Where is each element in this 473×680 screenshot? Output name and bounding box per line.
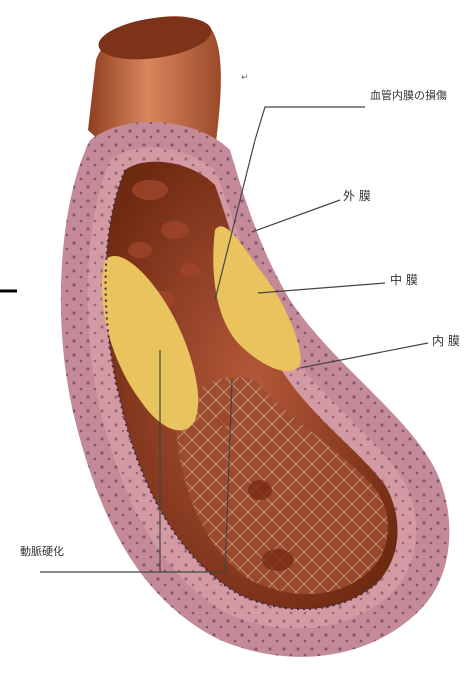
small-mark: ↵ — [241, 74, 249, 83]
label-atherosclerosis: 動脈硬化 — [20, 546, 64, 557]
label-middle-membrane: 中 膜 — [390, 274, 418, 286]
label-inner-membrane: 内 膜 — [432, 335, 460, 347]
label-outer-membrane: 外 膜 — [343, 190, 371, 202]
label-top-note: 血管内膜の損傷 — [370, 90, 447, 101]
leader-outer — [252, 200, 340, 232]
